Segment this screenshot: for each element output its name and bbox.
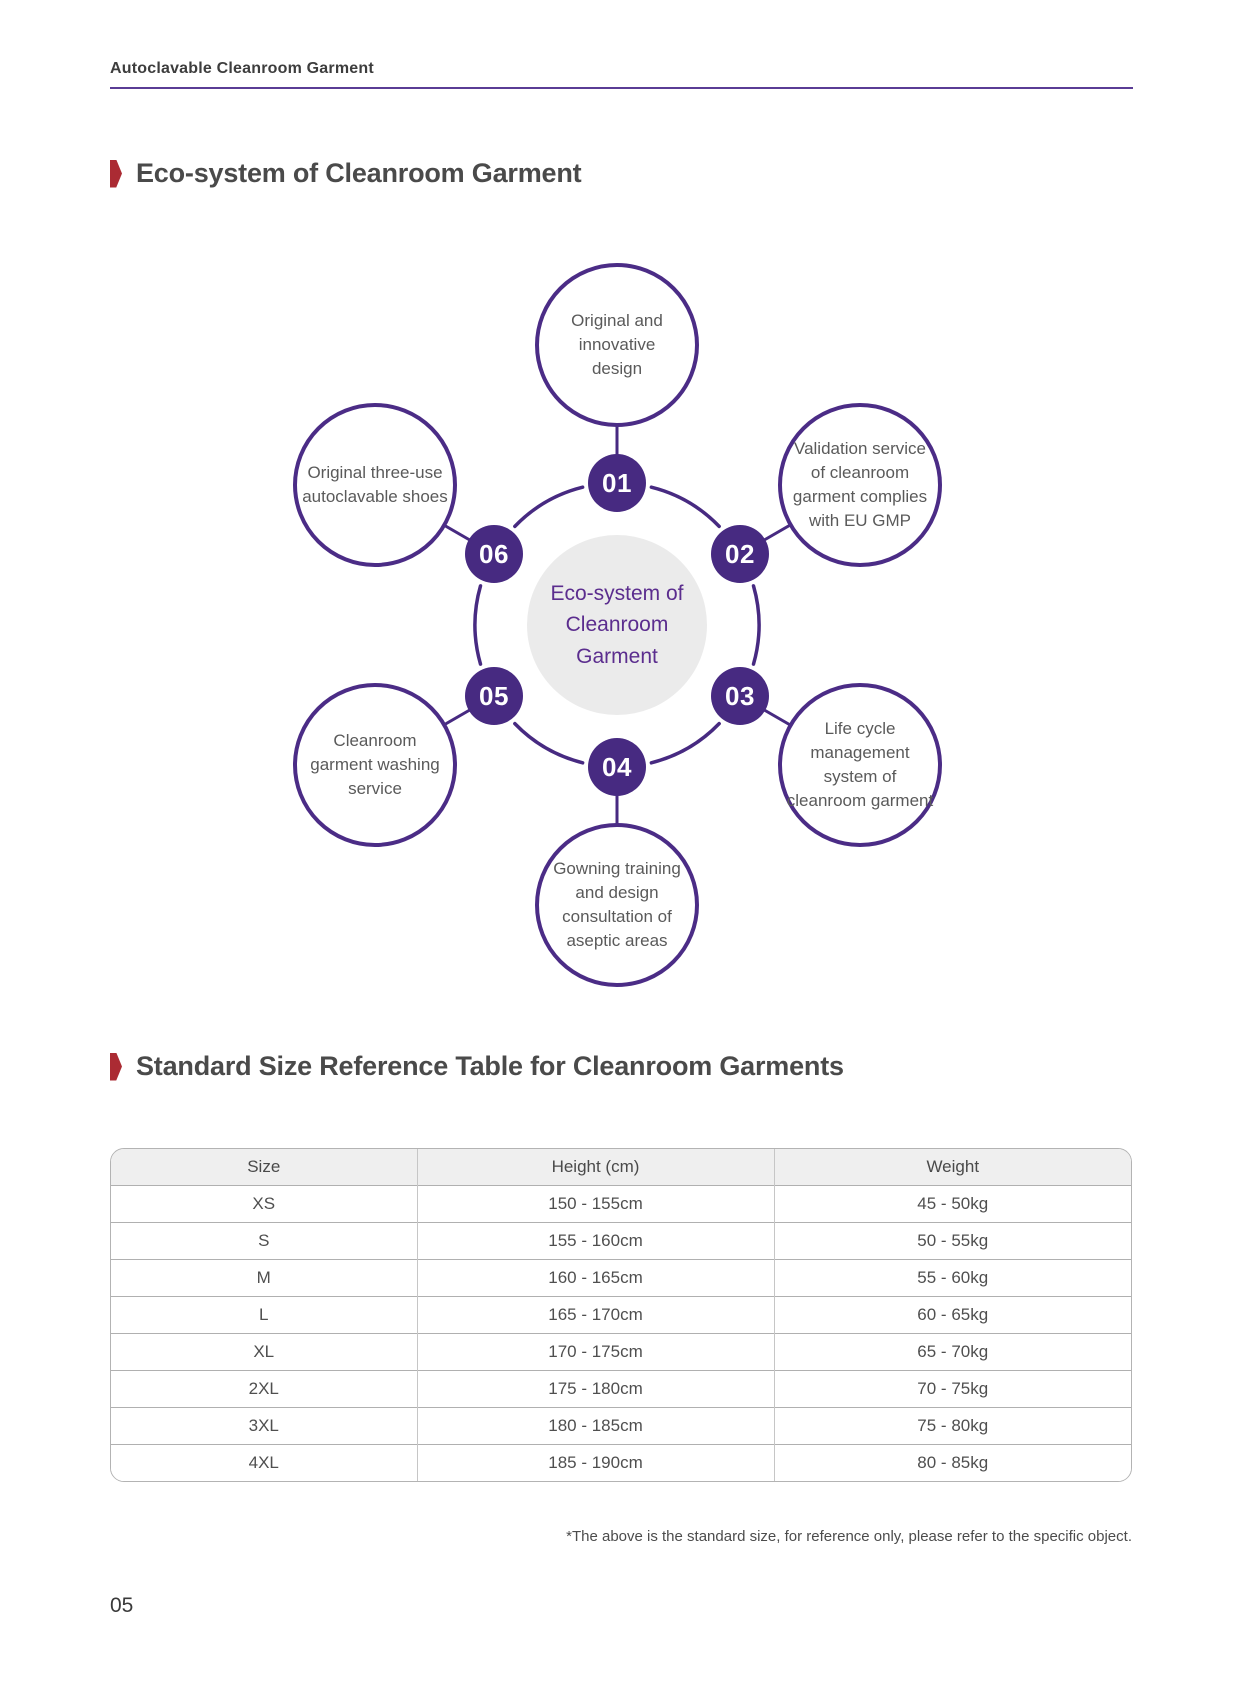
table-row: XL 170 - 175cm 65 - 70kg — [111, 1333, 1131, 1371]
diagram-node-05: 05 — [465, 667, 523, 725]
page-number: 05 — [110, 1594, 134, 1617]
diagram-satellite-04: Gowning training and design consultation… — [535, 823, 699, 987]
section-title-text: Eco-system of Cleanroom Garment — [136, 158, 582, 188]
center-label-line3: Garment — [576, 644, 658, 668]
running-header-title: Autoclavable Cleanroom Garment — [110, 60, 374, 77]
diagram-satellite-05: Cleanroom garment washing service — [293, 683, 457, 847]
ring-arc-05-06 — [473, 584, 483, 666]
diagram-node-06: 06 — [465, 525, 523, 583]
cell-height: 175 - 180cm — [416, 1370, 774, 1408]
diagram-node-04: 04 — [588, 738, 646, 796]
ring-arcs — [473, 485, 761, 765]
center-label-line2: Cleanroom — [565, 613, 669, 637]
cell-weight: 60 - 65kg — [773, 1296, 1131, 1334]
satellite-06-label: Original three-use autoclavable shoes — [302, 463, 448, 506]
table-row: 3XL 180 - 185cm 75 - 80kg — [111, 1407, 1131, 1445]
cell-height: 160 - 165cm — [416, 1259, 774, 1297]
cell-weight: 50 - 55kg — [773, 1222, 1131, 1260]
cell-height: 170 - 175cm — [416, 1333, 774, 1371]
cell-size: L — [111, 1296, 417, 1334]
ring-arc-01-02 — [649, 485, 721, 529]
cell-weight: 65 - 70kg — [773, 1333, 1131, 1371]
satellite-05-label: Cleanroom garment washing service — [310, 731, 440, 798]
cell-height: 185 - 190cm — [416, 1444, 774, 1481]
cell-size: 4XL — [111, 1444, 417, 1481]
table-row: 4XL 185 - 190cm 80 - 85kg — [111, 1444, 1131, 1481]
cell-size: XL — [111, 1333, 417, 1371]
cell-size: S — [111, 1222, 417, 1260]
diagram-satellite-03: Life cycle management system of cleanroo… — [778, 683, 942, 847]
table-row: 2XL 175 - 180cm 70 - 75kg — [111, 1370, 1131, 1408]
cell-size: XS — [111, 1185, 417, 1223]
ring-arc-03-04 — [649, 721, 721, 765]
table-header-row: Size Height (cm) Weight — [111, 1149, 1131, 1186]
cell-weight: 45 - 50kg — [773, 1185, 1131, 1223]
cell-height: 165 - 170cm — [416, 1296, 774, 1334]
satellite-01-label: Original and innovative design — [571, 311, 663, 378]
table-row: XS 150 - 155cm 45 - 50kg — [111, 1185, 1131, 1223]
cell-size: M — [111, 1259, 417, 1297]
table-row: M 160 - 165cm 55 - 60kg — [111, 1259, 1131, 1297]
cell-weight: 75 - 80kg — [773, 1407, 1131, 1445]
diagram-satellite-06: Original three-use autoclavable shoes — [293, 403, 457, 567]
section-marker-icon — [110, 159, 122, 188]
column-header-size: Size — [111, 1149, 417, 1186]
ring-arc-04-05 — [513, 721, 585, 765]
cell-size: 3XL — [111, 1407, 417, 1445]
section-marker-icon — [110, 1052, 122, 1081]
ring-arc-06-01 — [513, 485, 585, 529]
column-header-height: Height (cm) — [416, 1149, 774, 1186]
ecosystem-diagram: Eco-system of Cleanroom Garment 01 02 03… — [110, 225, 1130, 1000]
satellite-04-label: Gowning training and design consultation… — [553, 859, 681, 950]
section-ecosystem-title: Eco-system of Cleanroom Garment — [110, 158, 582, 189]
column-header-weight: Weight — [773, 1149, 1131, 1186]
cell-weight: 80 - 85kg — [773, 1444, 1131, 1481]
diagram-center-label: Eco-system of Cleanroom Garment — [550, 578, 683, 673]
cell-height: 180 - 185cm — [416, 1407, 774, 1445]
size-reference-table: Size Height (cm) Weight XS 150 - 155cm 4… — [110, 1148, 1132, 1482]
table-footnote: *The above is the standard size, for ref… — [566, 1528, 1132, 1545]
cell-height: 150 - 155cm — [416, 1185, 774, 1223]
section-title-text: Standard Size Reference Table for Cleanr… — [136, 1051, 844, 1081]
table-row: L 165 - 170cm 60 - 65kg — [111, 1296, 1131, 1334]
header-rule — [110, 87, 1133, 89]
cell-size: 2XL — [111, 1370, 417, 1408]
cell-weight: 55 - 60kg — [773, 1259, 1131, 1297]
diagram-center-circle: Eco-system of Cleanroom Garment — [527, 535, 707, 715]
diagram-node-01: 01 — [588, 454, 646, 512]
diagram-satellite-02: Validation service of cleanroom garment … — [778, 403, 942, 567]
table-row: S 155 - 160cm 50 - 55kg — [111, 1222, 1131, 1260]
cell-weight: 70 - 75kg — [773, 1370, 1131, 1408]
center-label-line1: Eco-system of — [550, 581, 684, 605]
ring-arc-02-03 — [751, 584, 761, 666]
diagram-node-03: 03 — [711, 667, 769, 725]
section-size-table-title: Standard Size Reference Table for Cleanr… — [110, 1051, 844, 1082]
satellite-03-label: Life cycle management system of cleanroo… — [786, 719, 934, 810]
cell-height: 155 - 160cm — [416, 1222, 774, 1260]
diagram-node-02: 02 — [711, 525, 769, 583]
satellite-02-label: Validation service of cleanroom garment … — [792, 439, 928, 530]
diagram-satellite-01: Original and innovative design — [535, 263, 699, 427]
